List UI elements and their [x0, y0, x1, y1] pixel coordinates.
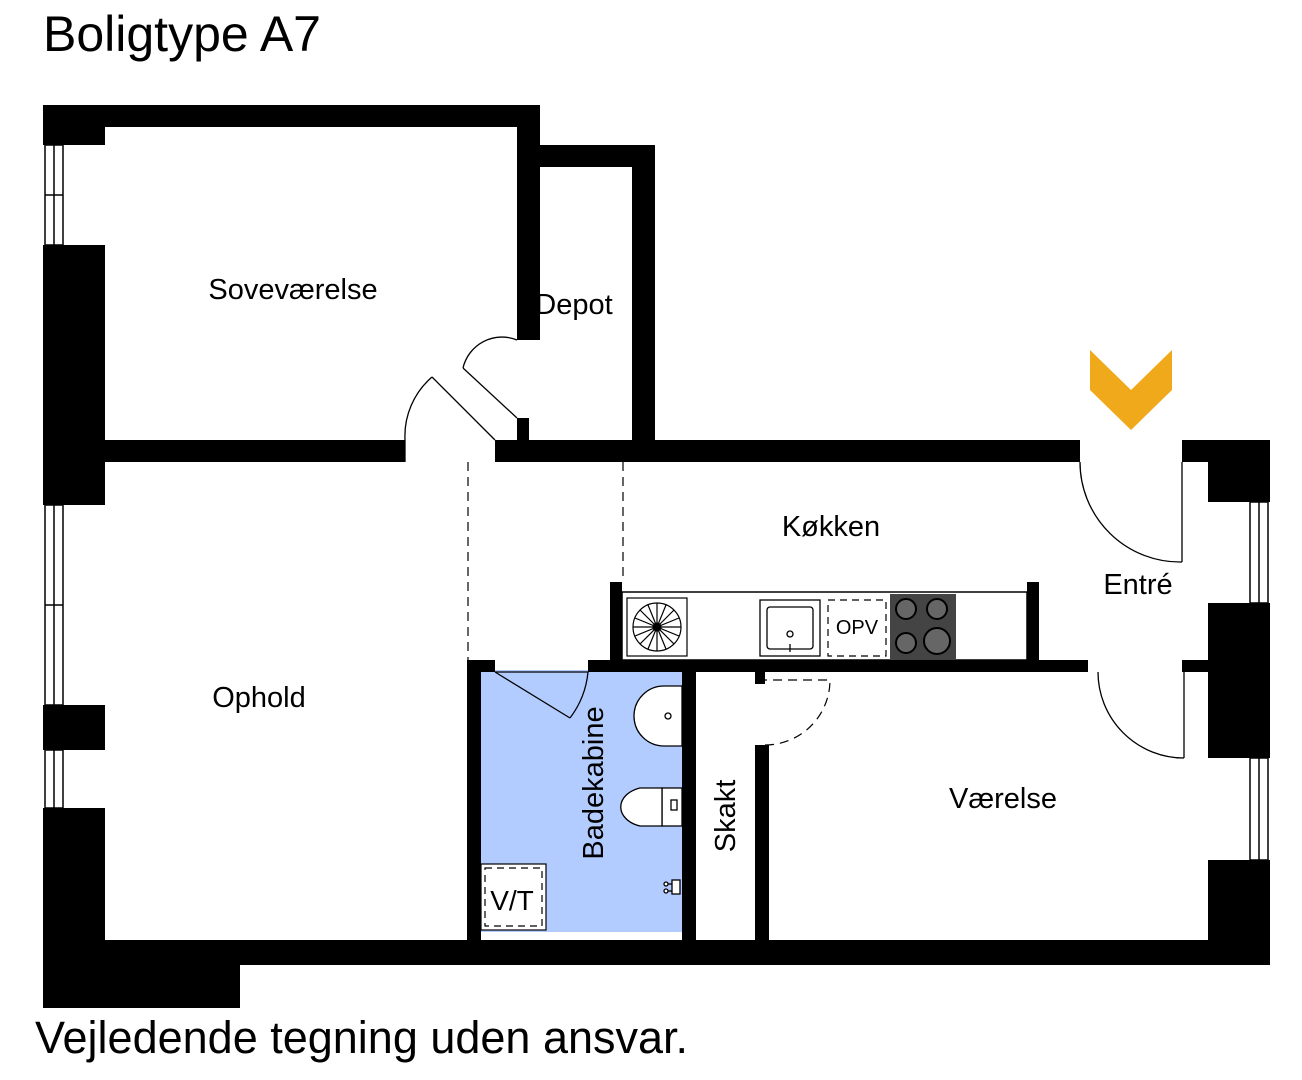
room-label-vaerelse: Værelse [949, 783, 1057, 815]
doors [404, 336, 1185, 759]
kitchen-counter: OPV [621, 591, 1028, 661]
walls [43, 105, 1270, 1008]
room-label-koekken: Køkken [782, 511, 880, 543]
stove-icon [890, 594, 956, 660]
fan-icon [626, 597, 688, 657]
room-label-entre: Entré [1103, 569, 1172, 601]
disclaimer-text: Vejledende tegning uden ansvar. [35, 1012, 689, 1063]
shower-tap-icon [663, 879, 681, 895]
washbasin-icon [633, 685, 683, 747]
plan-title: Boligtype A7 [43, 6, 321, 62]
toilet-icon [620, 787, 683, 827]
room-label-skakt: Skakt [710, 780, 742, 853]
sink-icon [759, 599, 821, 657]
dishwasher-box [827, 599, 887, 657]
entrance-arrow-icon [1090, 350, 1172, 430]
room-label-ophold: Ophold [212, 682, 306, 714]
washer-dryer-box [480, 863, 547, 931]
floor-plan: OPV V/T Soveværelse Depot Køkken Entré O… [43, 105, 1270, 1008]
dishwasher-label: OPV [836, 617, 879, 639]
windows [44, 144, 1269, 861]
room-label-depot: Depot [535, 289, 612, 321]
room-label-sovevaerelse: Soveværelse [208, 274, 377, 306]
room-label-badekabine: Badekabine [578, 706, 610, 859]
washer-dryer-label: V/T [490, 885, 534, 916]
